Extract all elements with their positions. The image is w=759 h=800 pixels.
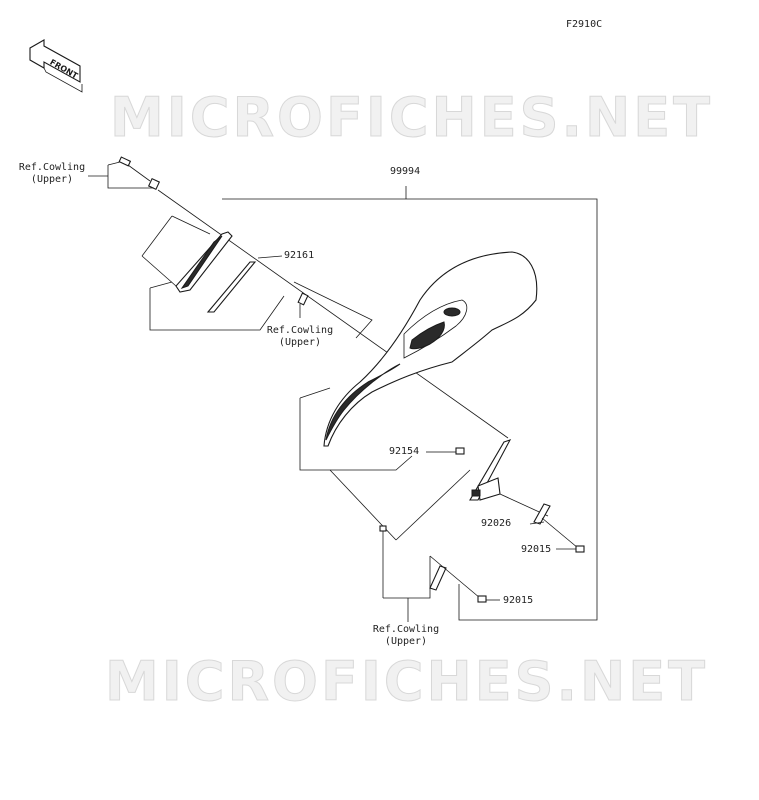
lower-bracket bbox=[379, 525, 481, 622]
clip-mid bbox=[297, 292, 309, 306]
figure-code: F2910C bbox=[566, 19, 603, 30]
watermark-bottom: MICROFICHES.NET bbox=[105, 650, 708, 713]
label-92015-a: 92015 bbox=[521, 544, 552, 555]
screw-92015-b bbox=[477, 595, 487, 603]
label-ref-cowling-mid: Ref.Cowling (Upper) bbox=[264, 325, 336, 349]
trim-strip-92161 bbox=[206, 255, 283, 313]
ref-top-line2: (Upper) bbox=[30, 174, 74, 185]
ref-bottom-line1: Ref.Cowling bbox=[372, 624, 440, 635]
label-92154: 92154 bbox=[389, 446, 420, 457]
label-ref-cowling-bottom: Ref.Cowling (Upper) bbox=[370, 624, 442, 648]
label-assembly-99994: 99994 bbox=[390, 166, 421, 177]
label-92015-b: 92015 bbox=[503, 595, 534, 606]
top-bolt bbox=[118, 156, 161, 191]
label-92161: 92161 bbox=[284, 250, 315, 261]
ref-mid-line1: Ref.Cowling bbox=[266, 325, 334, 336]
bracket-92154-area bbox=[426, 439, 549, 517]
ref-bottom-line2: (Upper) bbox=[384, 636, 428, 647]
screw-92015-a bbox=[575, 545, 585, 553]
label-92026: 92026 bbox=[481, 518, 512, 529]
mount-bracket-left bbox=[141, 215, 285, 331]
ref-top-line1: Ref.Cowling bbox=[18, 162, 86, 173]
strip-92026 bbox=[529, 503, 551, 525]
ref-mid-line2: (Upper) bbox=[278, 337, 322, 348]
front-arrow-icon: FRONT bbox=[29, 39, 83, 93]
label-ref-cowling-top: Ref.Cowling (Upper) bbox=[16, 162, 88, 186]
windshield bbox=[323, 251, 538, 447]
watermark-top: MICROFICHES.NET bbox=[110, 86, 713, 149]
